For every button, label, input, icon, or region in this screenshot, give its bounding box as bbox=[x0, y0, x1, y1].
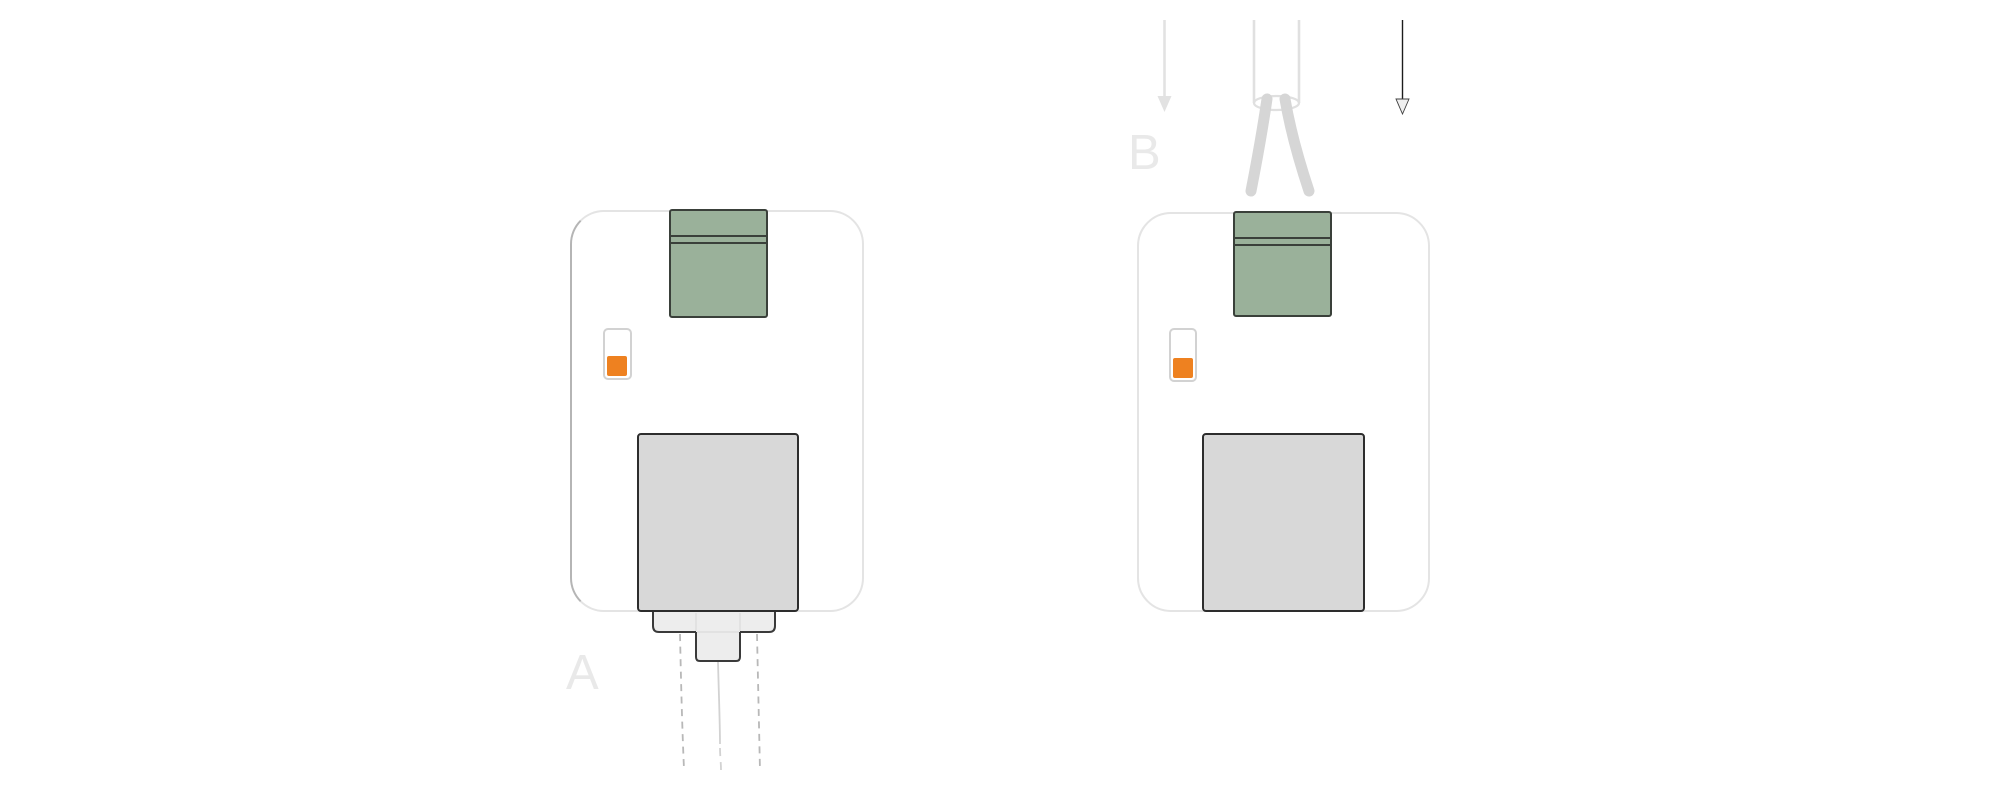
device-b-switch-knob bbox=[1173, 358, 1193, 378]
panel-b-label: B bbox=[1128, 126, 1161, 180]
terminal-cover-stripe bbox=[670, 235, 767, 244]
lead-wire-center bbox=[717, 661, 721, 745]
gland-stem bbox=[696, 612, 740, 661]
device-b-switch bbox=[1169, 328, 1197, 382]
device-b-module bbox=[1202, 433, 1365, 612]
device-a-cable-gland bbox=[652, 612, 776, 772]
gland-stem-outline bbox=[695, 632, 741, 662]
down-arrow-dark-head bbox=[1395, 98, 1410, 116]
down-arrow-light-head bbox=[1157, 96, 1172, 112]
conduit-walls bbox=[1252, 20, 1301, 103]
cable-left bbox=[1245, 93, 1273, 197]
device-a-switch bbox=[603, 328, 632, 380]
lead-wire-center-tail bbox=[719, 747, 722, 771]
device-b-terminal-cover bbox=[1233, 211, 1332, 317]
gland-flange-outline bbox=[652, 612, 776, 633]
cable-right bbox=[1279, 93, 1315, 197]
terminal-cover-stripe bbox=[1234, 237, 1331, 246]
device-a-switch-knob bbox=[607, 356, 627, 376]
device-a-terminal-cover bbox=[669, 209, 768, 318]
lead-wire-left bbox=[679, 633, 685, 770]
device-a-module bbox=[637, 433, 799, 612]
gland-seams bbox=[695, 613, 741, 633]
lead-wire-right bbox=[756, 633, 761, 772]
panel-b-cables-and-arrows bbox=[1157, 20, 1410, 197]
panel-a-label: A bbox=[566, 646, 599, 700]
